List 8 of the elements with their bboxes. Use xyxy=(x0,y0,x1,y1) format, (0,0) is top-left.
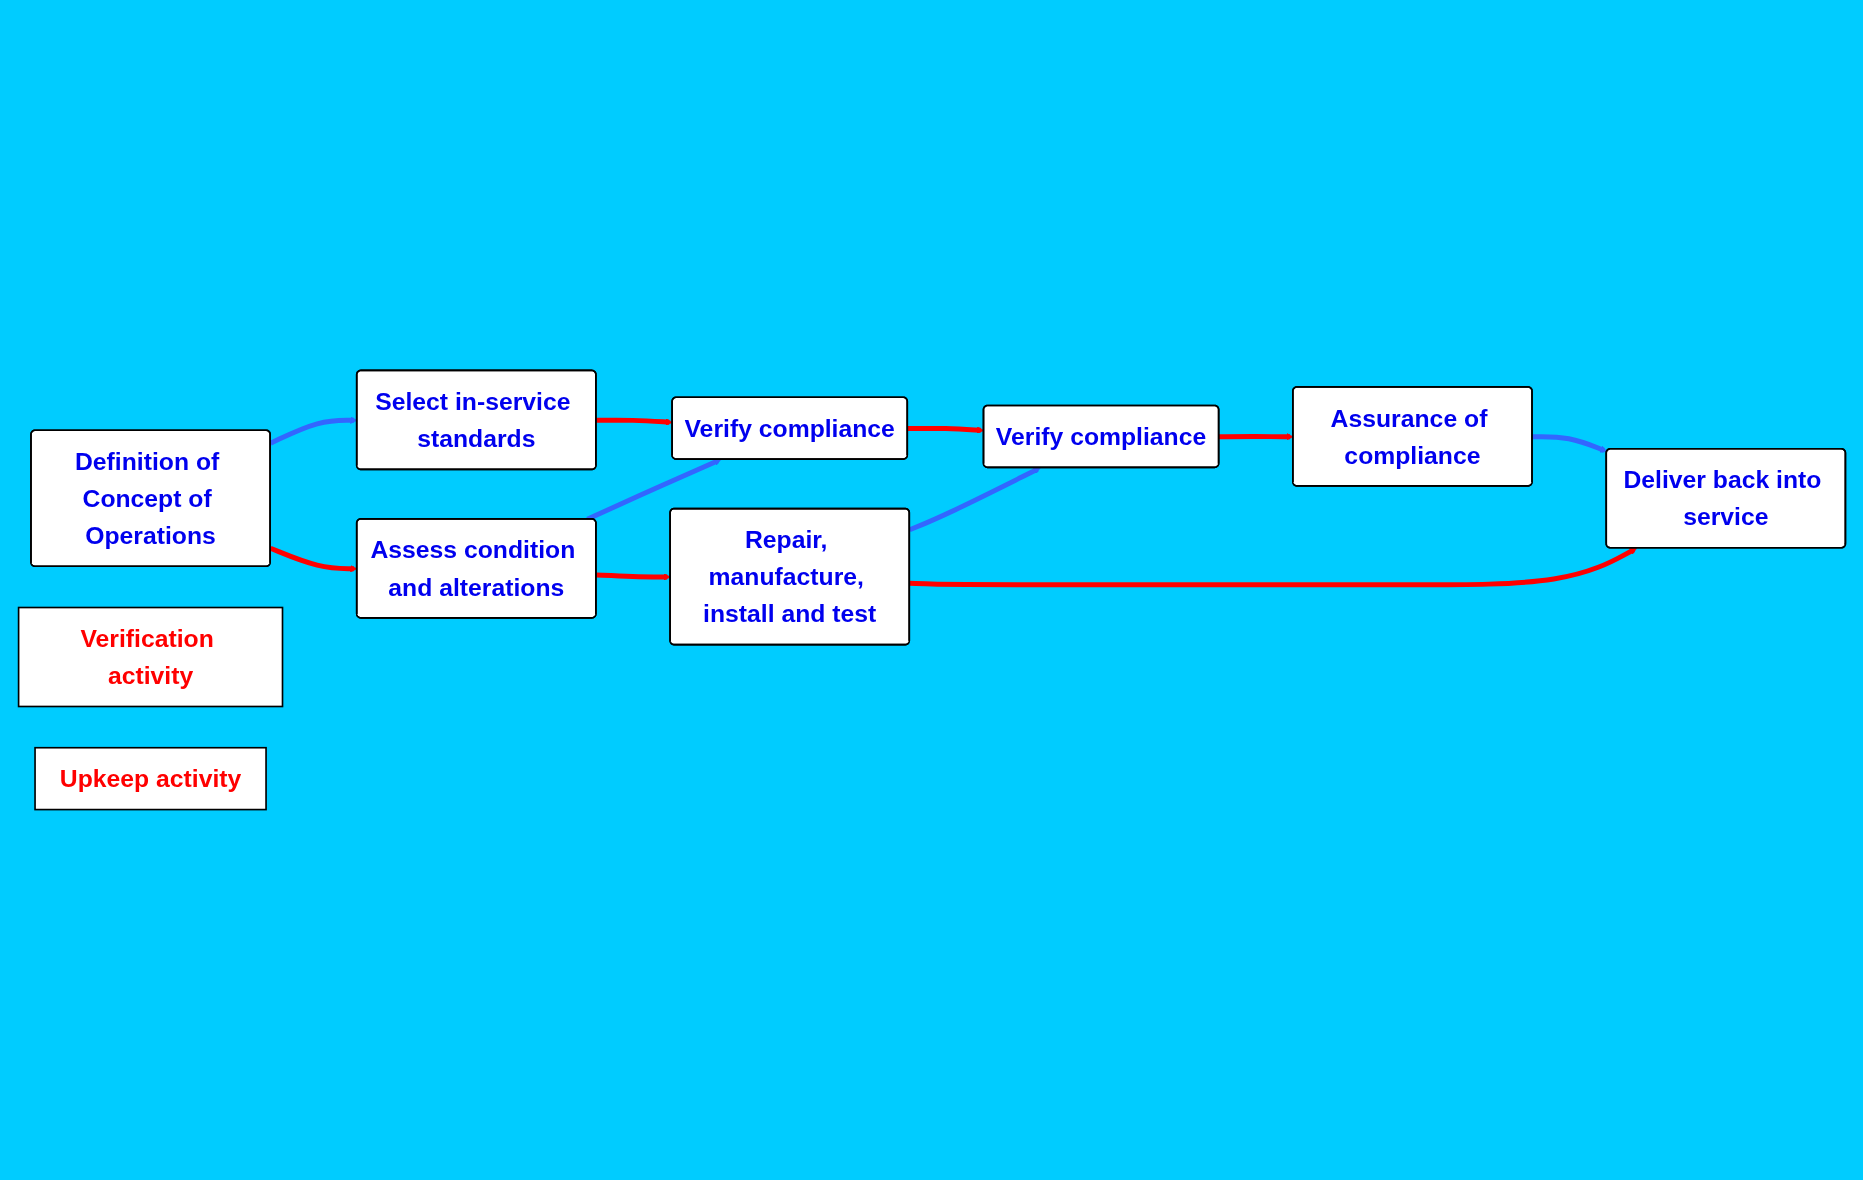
node-box: Verification activity xyxy=(17,606,283,708)
arrow xyxy=(1531,434,1607,453)
arrow xyxy=(269,416,357,446)
arrow xyxy=(585,458,721,522)
arrow xyxy=(909,547,1637,588)
arrow xyxy=(908,467,1041,533)
arrow xyxy=(269,545,357,573)
node-box: Upkeep activity xyxy=(33,746,267,811)
